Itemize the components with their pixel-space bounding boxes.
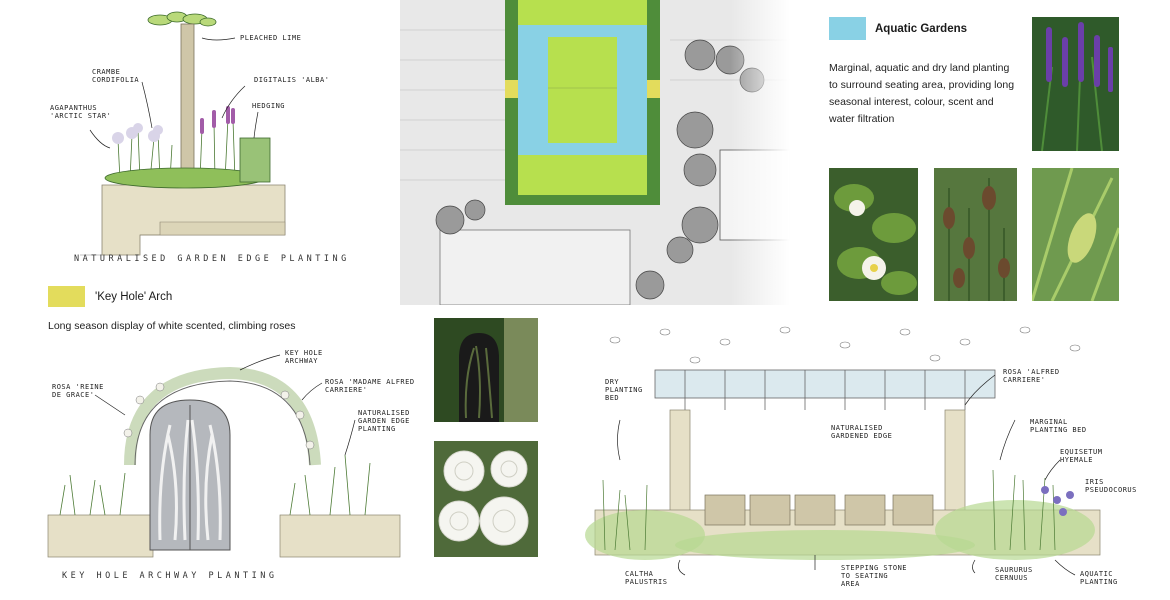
label-agapanthus: AGAPANTHUS 'ARCTIC STAR' (50, 104, 112, 121)
label-iris: IRIS PSEUDOCORUS (1085, 478, 1137, 495)
key-hole-swatch (48, 286, 85, 307)
photo-pickerel (1032, 168, 1119, 301)
seating-section-drawing (585, 326, 1101, 576)
caption-edge-planting: NATURALISED GARDEN EDGE PLANTING (74, 254, 350, 264)
key-hole-description: Long season display of white scented, cl… (48, 320, 296, 332)
caption-key-hole: KEY HOLE ARCHWAY PLANTING (62, 571, 278, 581)
label-digitalis: DIGITALIS 'ALBA' (254, 76, 330, 84)
seating-section-sketch: DRY PLANTING BED ROSA 'ALFRED CARRIERE' … (575, 320, 1137, 600)
label-key-hole-archway: KEY HOLE ARCHWAY (285, 349, 323, 366)
label-stepping-stone: STEPPING STONE TO SEATING AREA (841, 564, 908, 589)
label-rosa-madame: ROSA 'MADAME ALFRED CARRIERE' (325, 378, 415, 395)
label-equisetum: EQUISETUM HYEMALE (1060, 448, 1103, 465)
photo-liriope (1032, 17, 1119, 151)
label-naturalised-edge: NATURALISED GARDEN EDGE PLANTING (358, 409, 410, 434)
key-hole-title: 'Key Hole' Arch (95, 291, 173, 303)
garden-plan (400, 0, 790, 305)
edge-planting-sketch: PLEACHED LIME CRAMBE CORDIFOLIA DIGITALI… (40, 10, 370, 270)
label-dry-bed: DRY PLANTING BED (605, 378, 643, 403)
label-pleached-lime: PLEACHED LIME (240, 34, 302, 42)
label-marginal-bed: MARGINAL PLANTING BED (1030, 418, 1087, 435)
label-rosa-reine: ROSA 'REINE DE GRACE' (52, 383, 104, 400)
photo-gate (434, 318, 538, 422)
edge-planting-drawing (80, 11, 286, 256)
key-hole-archway-drawing (47, 354, 401, 558)
aquatic-title: Aquatic Gardens (875, 23, 968, 35)
key-hole-archway-sketch: KEY HOLE ARCHWAY ROSA 'MADAME ALFRED CAR… (40, 345, 420, 590)
photo-water-lily (829, 168, 918, 301)
aquatic-swatch (829, 17, 866, 40)
label-saururus: SAURURUS CERNUUS (995, 566, 1033, 583)
photo-white-roses (434, 441, 538, 557)
label-caltha: CALTHA PALUSTRIS (625, 570, 668, 587)
label-hedging: HEDGING (252, 102, 286, 110)
label-naturalised-gardened-edge: NATURALISED GARDENED EDGE (831, 424, 893, 441)
aquatic-description: Marginal, aquatic and dry land planting … (829, 62, 1015, 125)
label-rosa-alfred: ROSA 'ALFRED CARRIERE' (1003, 368, 1060, 385)
label-aquatic-planting: AQUATIC PLANTING (1080, 570, 1118, 587)
label-crambe: CRAMBE CORDIFOLIA (92, 68, 140, 85)
garden-plan-drawing (400, 0, 790, 305)
photo-bulrush (934, 168, 1017, 301)
